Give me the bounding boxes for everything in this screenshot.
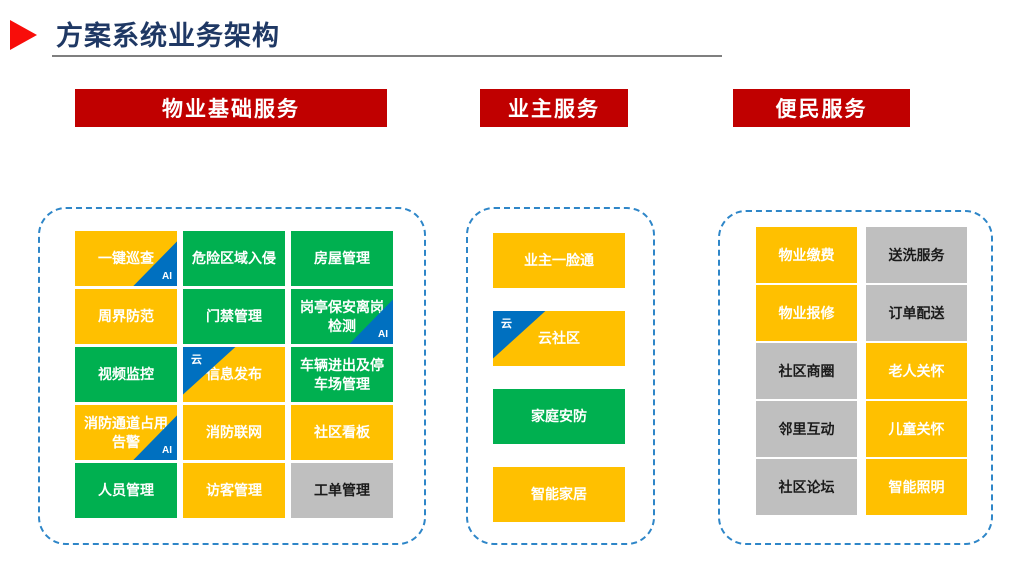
service-tile: 社区论坛 bbox=[756, 459, 857, 515]
service-tile-label: 邻里互动 bbox=[778, 420, 835, 437]
service-tile-label: 社区看板 bbox=[314, 424, 370, 441]
service-tile: 危险区域入侵 bbox=[183, 231, 285, 286]
service-tile-label: 周界防范 bbox=[98, 308, 154, 325]
service-tile: 家庭安防 bbox=[493, 389, 625, 444]
service-tile: 云社区云 bbox=[493, 311, 625, 366]
service-tile: 业主一脸通 bbox=[493, 233, 625, 288]
service-tile: 智能家居 bbox=[493, 467, 625, 522]
service-tile: 社区商圈 bbox=[756, 343, 857, 399]
service-tile-label: 消防通道占用告警 bbox=[84, 415, 168, 450]
service-tile-label: 车辆进出及停车场管理 bbox=[300, 357, 384, 392]
service-tile-label: 危险区域入侵 bbox=[192, 250, 276, 267]
service-tile: 信息发布云 bbox=[183, 347, 285, 402]
tile-grid-convenience-services: 物业缴费 送洗服务物业报修 订单配送社区商圈 老人关怀邻里互动 儿童关怀社区论坛 智能照明 bbox=[756, 227, 967, 515]
service-tile: 人员管理 bbox=[75, 463, 177, 518]
section-header-convenience-services: 便民服务 bbox=[733, 89, 910, 127]
service-tile-label: 门禁管理 bbox=[206, 308, 262, 325]
service-tile: 老人关怀 bbox=[866, 343, 967, 399]
service-tile-label: 工单管理 bbox=[314, 482, 370, 499]
service-tile: 访客管理 bbox=[183, 463, 285, 518]
service-tile: 儿童关怀 bbox=[866, 401, 967, 457]
service-tile-label: 视频监控 bbox=[98, 366, 154, 383]
service-tile: 订单配送 bbox=[866, 285, 967, 341]
service-tile-label: 物业报修 bbox=[778, 304, 835, 321]
page-title: 方案系统业务架构 bbox=[56, 21, 280, 51]
service-tile: 物业报修 bbox=[756, 285, 857, 341]
service-tile-label: 社区论坛 bbox=[778, 478, 835, 495]
service-tile-label: 智能照明 bbox=[888, 478, 945, 495]
service-tile-label: 一键巡查 bbox=[98, 250, 154, 267]
service-tile: 工单管理 bbox=[291, 463, 393, 518]
service-tile-label: 物业缴费 bbox=[778, 246, 835, 263]
title-underline bbox=[52, 55, 722, 57]
service-tile-label: 消防联网 bbox=[206, 424, 262, 441]
service-tile-label: 老人关怀 bbox=[888, 362, 945, 379]
service-tile: 车辆进出及停车场管理 bbox=[291, 347, 393, 402]
service-tile-label: 送洗服务 bbox=[888, 246, 945, 263]
service-tile-label: 儿童关怀 bbox=[888, 420, 945, 437]
section-header-property-basic-services: 物业基础服务 bbox=[75, 89, 387, 127]
service-tile-label: 岗亭保安离岗检测 bbox=[300, 299, 384, 334]
service-tile: 社区看板 bbox=[291, 405, 393, 460]
service-tile: 邻里互动 bbox=[756, 401, 857, 457]
section-header-owner-services: 业主服务 bbox=[480, 89, 628, 127]
tile-column-owner-services: 业主一脸通云社区云家庭安防智能家居 bbox=[493, 233, 625, 522]
service-tile-label: 人员管理 bbox=[98, 482, 154, 499]
service-tile: 门禁管理 bbox=[183, 289, 285, 344]
red-arrow-bullet-icon bbox=[10, 20, 37, 50]
service-tile-label: 云社区 bbox=[538, 330, 580, 347]
service-tile-label: 订单配送 bbox=[888, 304, 945, 321]
service-tile-label: 社区商圈 bbox=[778, 362, 835, 379]
service-tile-label: 业主一脸通 bbox=[524, 252, 594, 269]
service-tile: 视频监控 bbox=[75, 347, 177, 402]
service-tile: 消防联网 bbox=[183, 405, 285, 460]
service-tile-label: 信息发布 bbox=[206, 366, 262, 383]
service-tile-label: 智能家居 bbox=[531, 486, 587, 503]
service-tile: 智能照明 bbox=[866, 459, 967, 515]
panel-convenience-services: 物业缴费 送洗服务物业报修 订单配送社区商圈 老人关怀邻里互动 儿童关怀社区论坛 智能照明 bbox=[718, 210, 993, 545]
service-tile-label: 房屋管理 bbox=[314, 250, 370, 267]
service-tile-label: 家庭安防 bbox=[531, 408, 587, 425]
service-tile: 送洗服务 bbox=[866, 227, 967, 283]
service-tile: 房屋管理 bbox=[291, 231, 393, 286]
service-tile: 周界防范 bbox=[75, 289, 177, 344]
panel-owner-services: 业主一脸通云社区云家庭安防智能家居 bbox=[466, 207, 655, 545]
service-tile: 物业缴费 bbox=[756, 227, 857, 283]
service-tile-label: 访客管理 bbox=[206, 482, 262, 499]
